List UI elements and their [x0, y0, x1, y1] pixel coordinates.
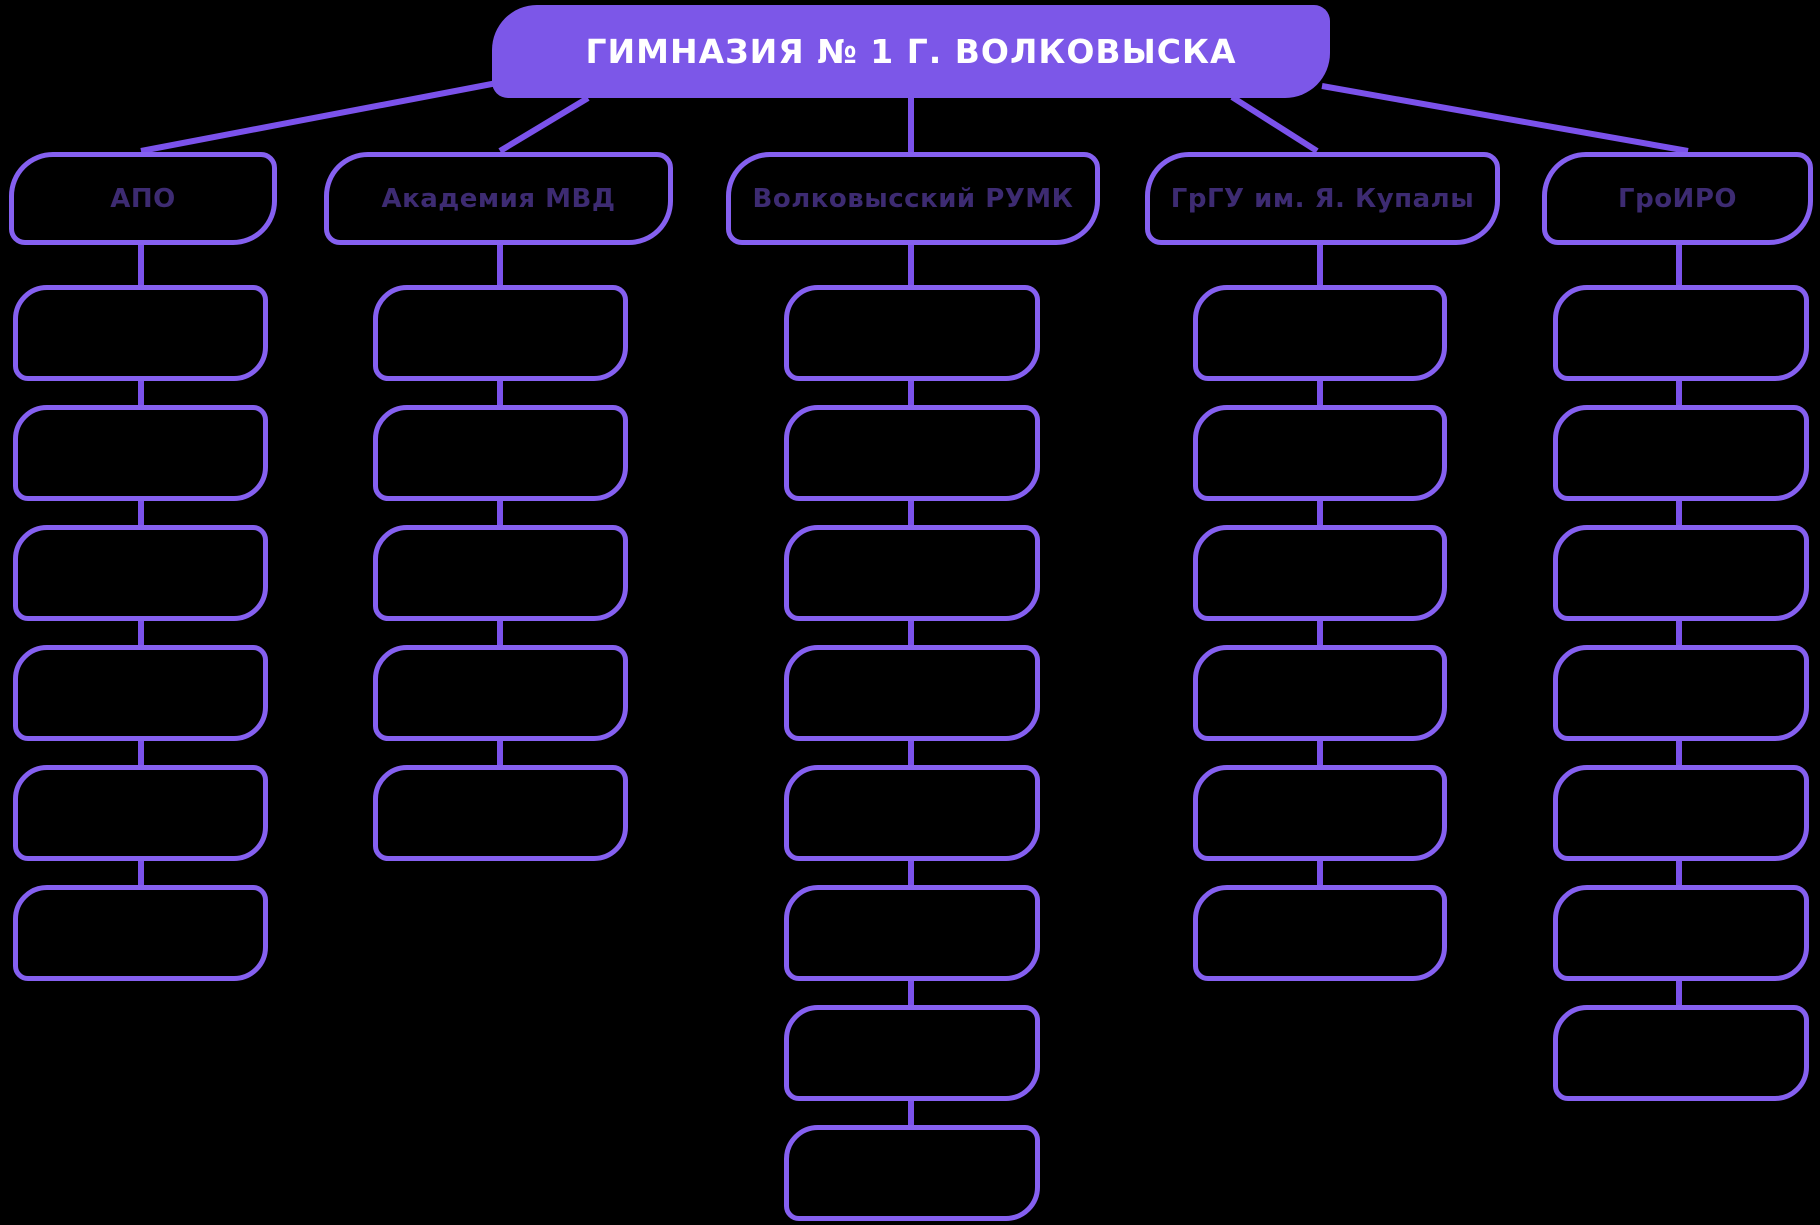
connector-line — [1676, 499, 1682, 527]
empty-node — [13, 525, 268, 621]
connector-line — [138, 499, 144, 527]
empty-node — [1553, 285, 1809, 381]
empty-node — [1193, 405, 1447, 501]
connector-line — [908, 379, 914, 407]
empty-node — [13, 765, 268, 861]
connector-line — [1317, 243, 1323, 287]
column-header-node: АПО — [9, 152, 277, 245]
empty-node — [373, 285, 628, 381]
connector-line — [497, 739, 503, 767]
empty-node — [1193, 645, 1447, 741]
empty-node — [373, 765, 628, 861]
connector-line — [1317, 499, 1323, 527]
connector-line — [497, 379, 503, 407]
empty-node — [784, 285, 1040, 381]
empty-node — [784, 765, 1040, 861]
empty-node — [1193, 525, 1447, 621]
column-header-label: Академия МВД — [381, 183, 616, 214]
connector-line — [138, 243, 144, 287]
connector-line — [1317, 619, 1323, 647]
empty-node — [373, 405, 628, 501]
empty-node — [1553, 765, 1809, 861]
connector-line — [908, 1099, 914, 1127]
column-header-node: ГроИРО — [1542, 152, 1813, 245]
column-header-label: ГрГУ им. Я. Купалы — [1170, 183, 1475, 214]
connector-line — [908, 243, 914, 287]
connector-line — [1676, 379, 1682, 407]
column-header-label: АПО — [110, 183, 176, 214]
empty-node — [784, 1125, 1040, 1221]
connector-line — [497, 619, 503, 647]
empty-node — [1553, 1005, 1809, 1101]
column-header-label: Волковысский РУМК — [752, 183, 1074, 214]
empty-node — [784, 885, 1040, 981]
root-node: ГИМНАЗИЯ № 1 Г. ВОЛКОВЫСКА — [492, 5, 1330, 98]
empty-node — [784, 405, 1040, 501]
connector-line — [138, 379, 144, 407]
empty-node — [1193, 765, 1447, 861]
connector-line — [138, 859, 144, 887]
connector-line — [497, 499, 503, 527]
connector-line — [908, 619, 914, 647]
empty-node — [373, 645, 628, 741]
empty-node — [373, 525, 628, 621]
column-header-node: Волковысский РУМК — [726, 152, 1100, 245]
empty-node — [1193, 885, 1447, 981]
connector-line — [908, 859, 914, 887]
empty-node — [784, 1005, 1040, 1101]
empty-node — [1553, 885, 1809, 981]
connector-line — [1230, 94, 1319, 154]
empty-node — [13, 285, 268, 381]
column-header-label: ГроИРО — [1618, 183, 1737, 214]
connector-line — [1676, 619, 1682, 647]
connector-line — [908, 739, 914, 767]
connector-line — [1676, 859, 1682, 887]
empty-node — [1553, 645, 1809, 741]
connector-line — [497, 243, 503, 287]
connector-line — [138, 739, 144, 767]
connector-line — [138, 619, 144, 647]
connector-line — [1676, 979, 1682, 1007]
connector-line — [908, 499, 914, 527]
empty-node — [13, 405, 268, 501]
empty-node — [13, 645, 268, 741]
empty-node — [1553, 525, 1809, 621]
connector-line — [908, 979, 914, 1007]
empty-node — [1193, 285, 1447, 381]
root-node-label: ГИМНАЗИЯ № 1 Г. ВОЛКОВЫСКА — [585, 32, 1237, 71]
empty-node — [13, 885, 268, 981]
empty-node — [784, 525, 1040, 621]
empty-node — [784, 645, 1040, 741]
connector-line — [1321, 83, 1689, 154]
column-header-node: ГрГУ им. Я. Купалы — [1145, 152, 1500, 245]
connector-line — [1676, 739, 1682, 767]
connector-line — [1317, 379, 1323, 407]
connector-line — [1317, 859, 1323, 887]
connector-line — [1676, 243, 1682, 287]
column-header-node: Академия МВД — [324, 152, 673, 245]
connector-line — [140, 80, 498, 154]
connector-line — [1317, 739, 1323, 767]
connector-line — [498, 95, 590, 154]
empty-node — [1553, 405, 1809, 501]
